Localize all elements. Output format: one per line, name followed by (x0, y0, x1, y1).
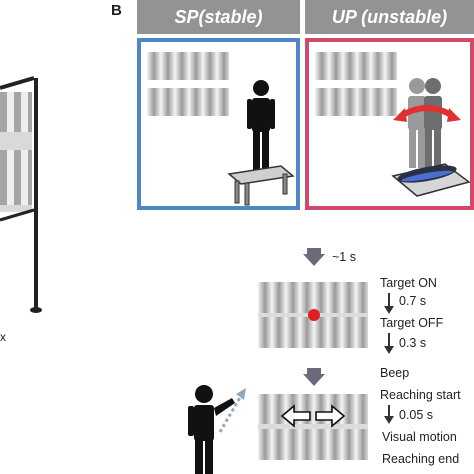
event-reaching-end: Reaching end (382, 452, 460, 466)
double-arrow-icon (280, 404, 346, 428)
approx-duration-label: ~1 s (332, 250, 356, 264)
stimulus-target-screen (258, 282, 368, 348)
timeline-arrow-head (384, 416, 394, 424)
up-stimulus-bottom (315, 88, 397, 116)
interval-0-7s: 0.7 s (399, 294, 427, 308)
event-reaching-start: Reaching start (380, 388, 461, 402)
event-target-on: Target ON (380, 276, 437, 290)
timeline-arrow (388, 333, 390, 349)
event-beep: Beep (380, 366, 410, 380)
panel-a-screen-stand (0, 76, 42, 313)
interval-0-05s: 0.05 s (399, 408, 434, 422)
interval-0-3s: 0.3 s (399, 336, 427, 350)
event-target-off: Target OFF (380, 316, 444, 330)
person-on-board-icon (391, 78, 471, 197)
sp-condition-box (137, 38, 300, 210)
timeline-arrow (388, 405, 390, 419)
down-arrow-icon (303, 368, 325, 386)
timeline-arrow-head (384, 306, 394, 314)
sp-header: SP(stable) (137, 0, 300, 34)
target-dot (308, 309, 320, 321)
down-arrow-icon (303, 248, 325, 266)
pointing-person-icon (188, 385, 246, 474)
event-visual-motion: Visual motion (382, 430, 457, 444)
sp-stimulus-bottom (147, 88, 229, 116)
up-stimulus-top (315, 52, 397, 80)
timeline-arrow-head (384, 346, 394, 354)
timeline-arrow (388, 293, 390, 309)
up-condition-box (305, 38, 474, 210)
stimulus-motion-screen (258, 394, 368, 460)
panel-letter: B (111, 2, 122, 19)
up-header: UP (unstable) (305, 0, 474, 34)
person-on-bench-icon (227, 80, 295, 206)
sp-stimulus-top (147, 52, 229, 80)
panel-a-axis-mark: x (0, 330, 6, 344)
